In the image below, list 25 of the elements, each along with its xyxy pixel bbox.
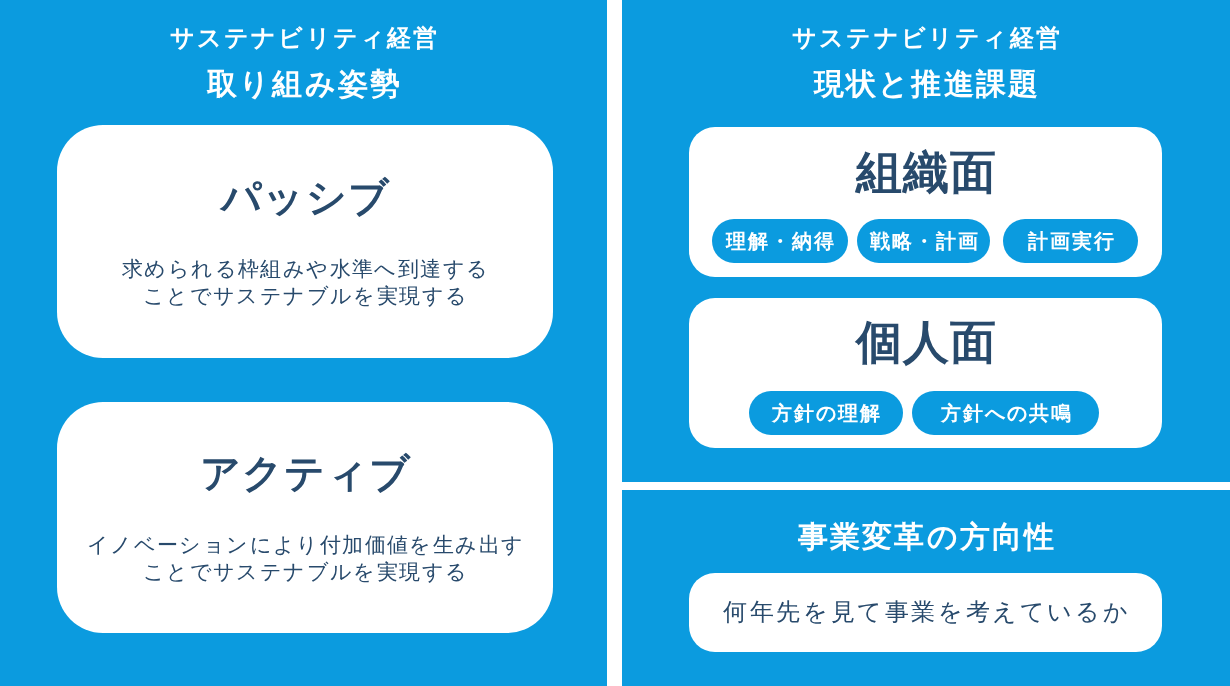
panel-title: 事業変革の方向性 [796,519,1057,555]
panel-title: 取り組み姿勢 [206,66,403,102]
card-text: イノベーションにより付加価値を生み出すことでサステナブルを実現する [85,532,526,587]
card-heading: アクティブ [199,449,412,497]
card-text: 何年先を見て事業を考えているか [722,598,1131,627]
card-heading: パッシブ [220,173,390,221]
panel [622,490,1230,686]
panel-subtitle: サステナビリティ経営 [791,24,1063,53]
card [689,298,1162,448]
card [57,402,553,633]
tag: 計画実行 [1003,219,1138,263]
tag: 戦略・計画 [857,219,990,263]
card [57,125,553,358]
card-heading: 個人面 [854,315,997,371]
panel-title: 現状と推進課題 [812,66,1041,102]
tag: 方針への共鳴 [912,391,1099,435]
panel [0,0,607,686]
card-text: 求められる枠組みや水準へ到達することでサステナブルを実現する [121,256,491,311]
panel-subtitle: サステナビリティ経営 [168,24,440,53]
card [689,573,1162,652]
card-heading: 組織面 [854,145,997,201]
tag: 方針の理解 [749,391,903,435]
tag: 理解・納得 [712,219,848,263]
panel [622,0,1230,482]
card [689,127,1162,277]
